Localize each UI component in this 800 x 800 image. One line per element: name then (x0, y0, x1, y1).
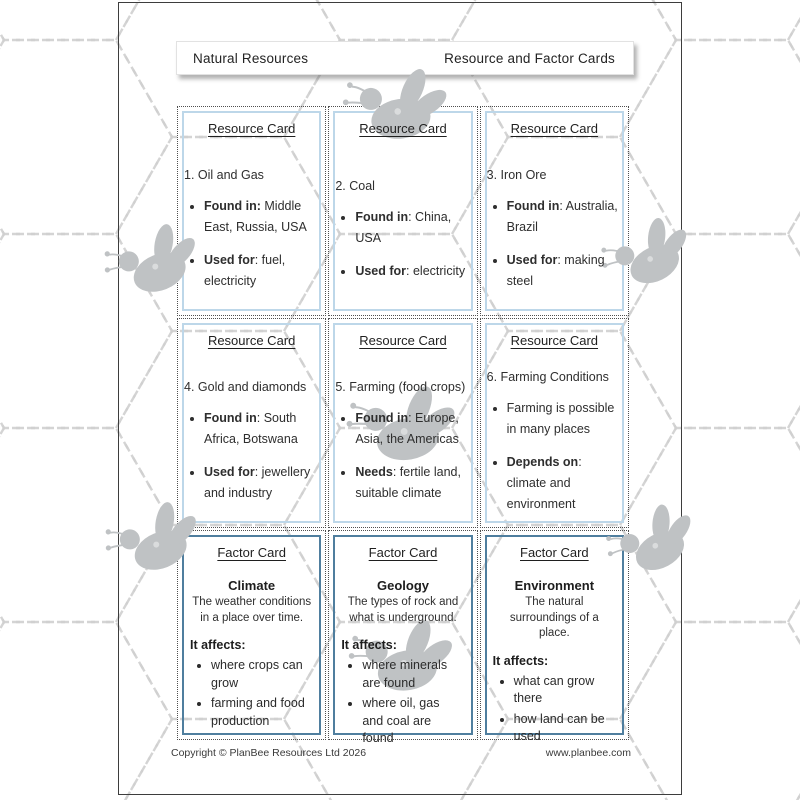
factor-card-geology: Factor Card Geology The types of rock an… (333, 535, 473, 745)
factor-bullet-list: where minerals are foundwhere oil, gas a… (335, 657, 470, 748)
card-cell: Resource Card 4. Gold and diamonds Found… (177, 318, 327, 528)
card-cell: Resource Card 5. Farming (food crops) Fo… (328, 318, 478, 528)
hexagon-outline (0, 719, 4, 800)
resource-card-4: Resource Card 4. Gold and diamonds Found… (182, 323, 322, 523)
resource-name: 5. Farming (food crops) (335, 380, 466, 394)
header-bar: Natural Resources Resource and Factor Ca… (176, 41, 634, 75)
resource-name: 4. Gold and diamonds (184, 380, 307, 394)
cards-grid: Resource Card 1. Oil and Gas Found in: M… (177, 106, 629, 745)
factor-bullet-list: what can grow therehow land can be used (487, 673, 622, 746)
footer: Copyright © PlanBee Resources Ltd 2026 w… (171, 747, 631, 759)
hexagon-outline (786, 404, 800, 452)
card-title: Resource Card (510, 333, 599, 348)
card-title: Resource Card (207, 121, 296, 136)
hexagon-outline (0, 612, 6, 632)
bullet-item: Found in: Europe, Asia, the Americas (355, 408, 470, 450)
bullet-item: Used for: making steel (507, 250, 622, 292)
factor-subject: Climate (228, 578, 276, 593)
card-title: Resource Card (510, 121, 599, 136)
factor-description: The weather conditions in a place over t… (192, 596, 312, 624)
factor-description: The types of rock and what is undergroun… (347, 596, 459, 624)
card-cell: Resource Card 3. Iron Ore Found in: Aust… (479, 106, 629, 316)
resource-name: 2. Coal (335, 178, 375, 193)
card-title: Factor Card (217, 545, 286, 560)
hexagon-outline (786, 210, 800, 258)
copyright-text: Copyright © PlanBee Resources Ltd 2026 (171, 747, 367, 759)
factor-bullet-list: where crops can growfarming and food pro… (184, 657, 319, 730)
resource-name: 6. Farming Conditions (486, 369, 609, 384)
worksheet-page: Natural Resources Resource and Factor Ca… (118, 2, 682, 795)
resource-name: 3. Iron Ore (486, 168, 547, 182)
resource-bullet-list: Found in: Middle East, Russia, USA Used f… (184, 196, 319, 292)
bullet-item: Used for: fuel, electricity (204, 250, 319, 292)
bullet-item: farming and food production (211, 695, 305, 730)
card-cell: Factor Card Climate The weather conditio… (177, 530, 327, 740)
factor-subject: Geology (376, 578, 429, 593)
card-title: Resource Card (359, 121, 447, 136)
card-cell: Resource Card 6. Farming Conditions Farm… (479, 318, 629, 528)
hexagon-outline (0, 30, 6, 50)
hexagon-outline (786, 598, 800, 646)
resource-name: 1. Oil and Gas (184, 168, 264, 182)
card-cell: Factor Card Geology The types of rock an… (328, 530, 478, 745)
resource-card-5: Resource Card 5. Farming (food crops) Fo… (333, 323, 473, 523)
bullet-item: where minerals are found (362, 657, 456, 692)
card-cell: Resource Card 1. Oil and Gas Found in: M… (177, 106, 327, 316)
bullet-item: Found in: China, USA (355, 207, 470, 249)
resource-card-6: Resource Card 6. Farming Conditions Farm… (484, 323, 624, 523)
bullet-item: what can grow there (514, 673, 608, 708)
factor-description: The natural surroundings of a place. (509, 596, 599, 639)
bullet-item: Found in: South Africa, Botswana (204, 408, 319, 450)
card-cell: Resource Card 2. Coal Found in: China, U… (328, 106, 478, 316)
bullet-item: Used for: electricity (355, 261, 470, 282)
resource-card-3: Resource Card 3. Iron Ore Found in: Aust… (484, 111, 624, 311)
factor-card-environment: Factor Card Environment The natural surr… (484, 535, 624, 743)
bullet-item: where oil, gas and coal are found (362, 695, 456, 748)
resource-bullet-list: Found in: Europe, Asia, the AmericasNeed… (335, 408, 470, 504)
resource-bullet-list: Farming is possible in many placesDepend… (487, 398, 622, 515)
resource-bullet-list: Found in: Australia, BrazilUsed for: mak… (487, 196, 622, 292)
bullet-item: Used for: jewellery and industry (204, 462, 319, 504)
resource-card-1: Resource Card 1. Oil and Gas Found in: M… (182, 111, 322, 311)
resource-card-2: Resource Card 2. Coal Found in: China, U… (333, 111, 473, 311)
affects-label: It affects: (190, 638, 246, 652)
affects-label: It affects: (341, 638, 397, 652)
resource-bullet-list: Found in: South Africa, BotswanaUsed for… (184, 408, 319, 504)
card-title: Resource Card (359, 333, 447, 348)
hexagon-outline (786, 16, 800, 64)
affects-label: It affects: (492, 653, 549, 668)
bullet-item: where crops can grow (211, 657, 305, 692)
card-title: Factor Card (520, 545, 589, 560)
factor-card-climate: Factor Card Climate The weather conditio… (182, 535, 322, 735)
bullet-item: Depends on: climate and environment (507, 452, 622, 515)
bullet-item: how land can be used (514, 711, 608, 746)
bullet-item: Found in: Australia, Brazil (507, 196, 622, 238)
page-subtitle: Resource and Factor Cards (444, 50, 615, 66)
website-text: www.planbee.com (545, 747, 631, 759)
hexagon-outline (795, 792, 800, 800)
page-title: Natural Resources (193, 50, 309, 66)
card-cell: Factor Card Environment The natural surr… (479, 530, 629, 743)
bullet-item: Farming is possible in many places (507, 398, 622, 440)
card-title: Resource Card (207, 333, 296, 348)
bullet-item: Found in: Middle East, Russia, USA (204, 196, 319, 238)
resource-bullet-list: Found in: China, USA Used for: electricit… (335, 207, 470, 282)
bullet-item: Needs: fertile land, suitable climate (355, 462, 470, 504)
hexagon-outline (0, 418, 6, 438)
card-title: Factor Card (368, 545, 438, 560)
factor-subject: Environment (514, 578, 595, 593)
hexagon-outline (0, 224, 6, 244)
